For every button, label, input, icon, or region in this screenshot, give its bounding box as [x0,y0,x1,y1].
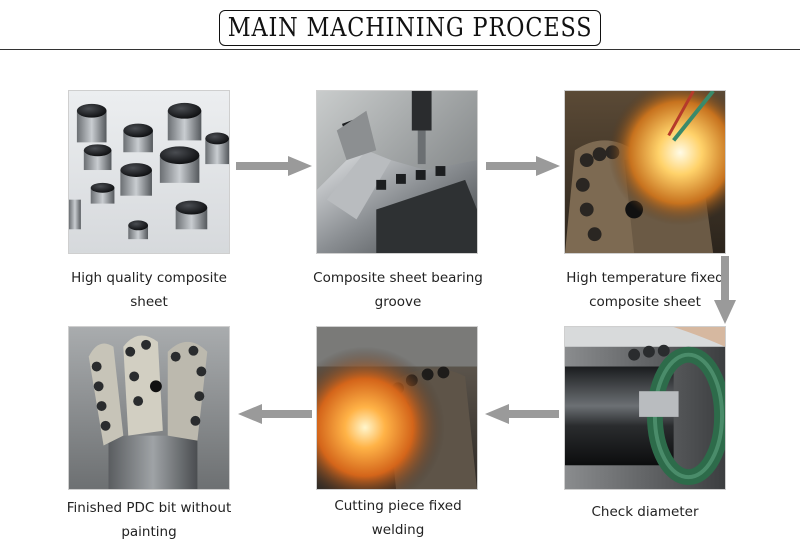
step-caption: Composite sheet bearing groove [298,266,498,314]
photo-welding [316,326,478,490]
page-title: MAIN MACHINING PROCESS [227,13,593,43]
step-caption: High quality composite sheet [49,266,249,314]
caption-line: sheet [130,294,168,310]
step-caption: High temperature fixed composite sheet [545,266,745,314]
caption-line: Cutting piece fixed [334,498,462,514]
photo-check-diameter [564,326,726,490]
title-frame: MAIN MACHINING PROCESS [219,10,601,46]
step-caption: Finished PDC bit without painting [49,496,249,544]
photo-composite-sheets [68,90,230,254]
caption-line: High temperature fixed [566,270,724,286]
caption-line: Finished PDC bit without [66,500,232,516]
caption-line: groove [374,294,422,310]
photo-finished-pdc-bit [68,326,230,490]
photo-bearing-groove [316,90,478,254]
title-underline [0,49,800,50]
photo-high-temperature [564,90,726,254]
arrow-down-icon [714,256,736,324]
caption-line: High quality composite [71,270,227,286]
caption-line: welding [371,522,425,538]
arrow-right-icon [236,156,312,176]
step-caption: Check diameter [545,500,745,524]
arrow-left-icon [238,404,312,424]
step-caption: Cutting piece fixed welding [298,494,498,542]
caption-line: Check diameter [591,504,699,520]
caption-line: Composite sheet bearing [313,270,483,286]
arrow-right-icon [486,156,560,176]
arrow-left-icon [485,404,559,424]
caption-line: painting [121,524,177,540]
caption-line: composite sheet [589,294,701,310]
